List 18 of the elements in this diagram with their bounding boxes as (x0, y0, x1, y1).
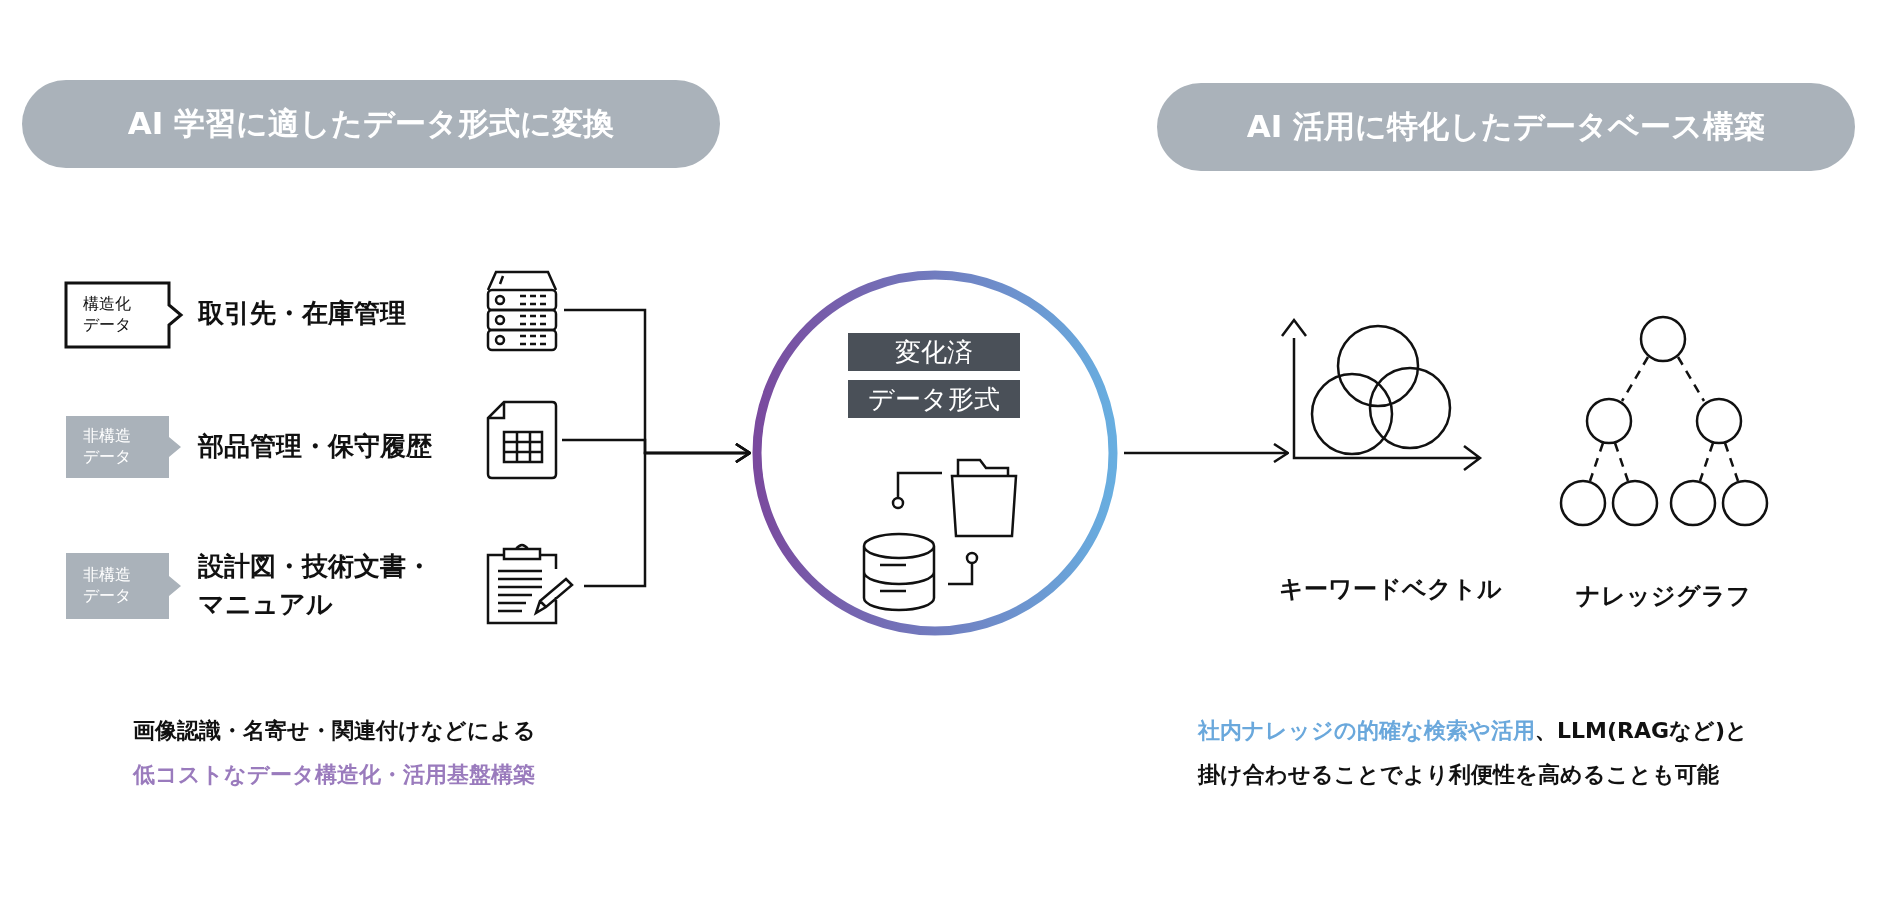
tag-label: 非構造データ (83, 426, 132, 468)
description-text: 社内ナレッジの的確な検索や活用、LLM(RAGなど)と (1198, 717, 1749, 745)
heading-tag: 変化済 (848, 333, 1020, 371)
section-heading: AI 学習に適したデータ形式に変換 (22, 80, 720, 168)
row-label: 取引先・在庫管理 (198, 295, 478, 335)
section-heading: AI 活用に特化したデータベース構築 (1157, 83, 1855, 171)
tag-label: 非構造データ (83, 565, 132, 607)
tag-label: 構造化データ (83, 294, 132, 336)
row-label: 設計図・技術文書・マニュアル (198, 548, 448, 638)
row-label: 部品管理・保守履歴 (198, 428, 478, 468)
description-text: 掛け合わせることでより利便性を高めることも可能 (1198, 761, 1719, 789)
description-text: 画像認識・名寄せ・関連付けなどによる (133, 717, 536, 745)
arrow (584, 442, 752, 588)
arrow (1124, 442, 1290, 464)
description-text: 低コストなデータ構造化・活用基盤構築 (133, 761, 535, 789)
heading-tag: データ形式 (848, 380, 1020, 418)
icon-label: ナレッジグラフ (1575, 581, 1751, 612)
icon-label: キーワードベクトル (1278, 574, 1502, 605)
